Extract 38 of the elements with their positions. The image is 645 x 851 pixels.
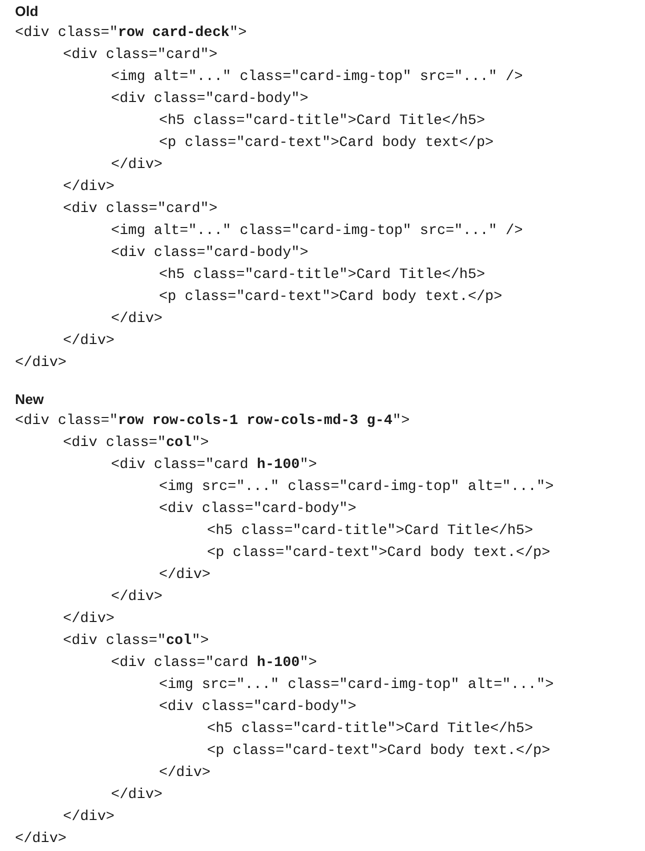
code-line: </div> [159,764,210,782]
code-line: </div> [111,156,162,174]
code-line: </div> [63,332,114,350]
code-line: <div class="card-body"> [159,500,356,518]
code-line: </div> [63,178,114,196]
code-line: <p class="card-text">Card body text.</p> [159,288,502,306]
code-line: <h5 class="card-title">Card Title</h5> [159,112,486,130]
code-line: <h5 class="card-title">Card Title</h5> [207,720,534,738]
code-line: <div class="card h-100"> [111,456,317,474]
code-line: <div class="col"> [63,434,209,452]
code-line: </div> [63,808,114,826]
code-line: <div class="card-body"> [159,698,356,716]
code-line: <div class="card"> [63,200,218,218]
section-heading: Old [15,2,38,20]
code-line: <p class="card-text">Card body text.</p> [207,742,550,760]
code-line: </div> [63,610,114,628]
code-line: <div class="col"> [63,632,209,650]
code-line: </div> [111,588,162,606]
code-line: <div class="row row-cols-1 row-cols-md-3 g-4"> [15,412,410,430]
code-line: <div class="card-body"> [111,90,308,108]
code-line: <img alt="..." class="card-img-top" src="..." /> [111,68,523,86]
code-line: <img alt="..." class="card-img-top" src="..." /> [111,222,523,240]
code-line: <div class="card-body"> [111,244,308,262]
code-line: </div> [111,310,162,328]
code-line: <p class="card-text">Card body text.</p> [207,544,550,562]
code-line: <p class="card-text">Card body text</p> [159,134,494,152]
section-heading: New [15,390,44,408]
code-line: <div class="row card-deck"> [15,24,247,42]
code-line: </div> [15,354,66,372]
code-line: <img src="..." class="card-img-top" alt="..."> [159,676,554,694]
code-line: <div class="card"> [63,46,218,64]
code-line: </div> [159,566,210,584]
code-line: <h5 class="card-title">Card Title</h5> [159,266,486,284]
code-line: </div> [15,830,66,848]
code-line: <div class="card h-100"> [111,654,317,672]
code-line: <h5 class="card-title">Card Title</h5> [207,522,534,540]
code-line: </div> [111,786,162,804]
code-line: <img src="..." class="card-img-top" alt="..."> [159,478,554,496]
